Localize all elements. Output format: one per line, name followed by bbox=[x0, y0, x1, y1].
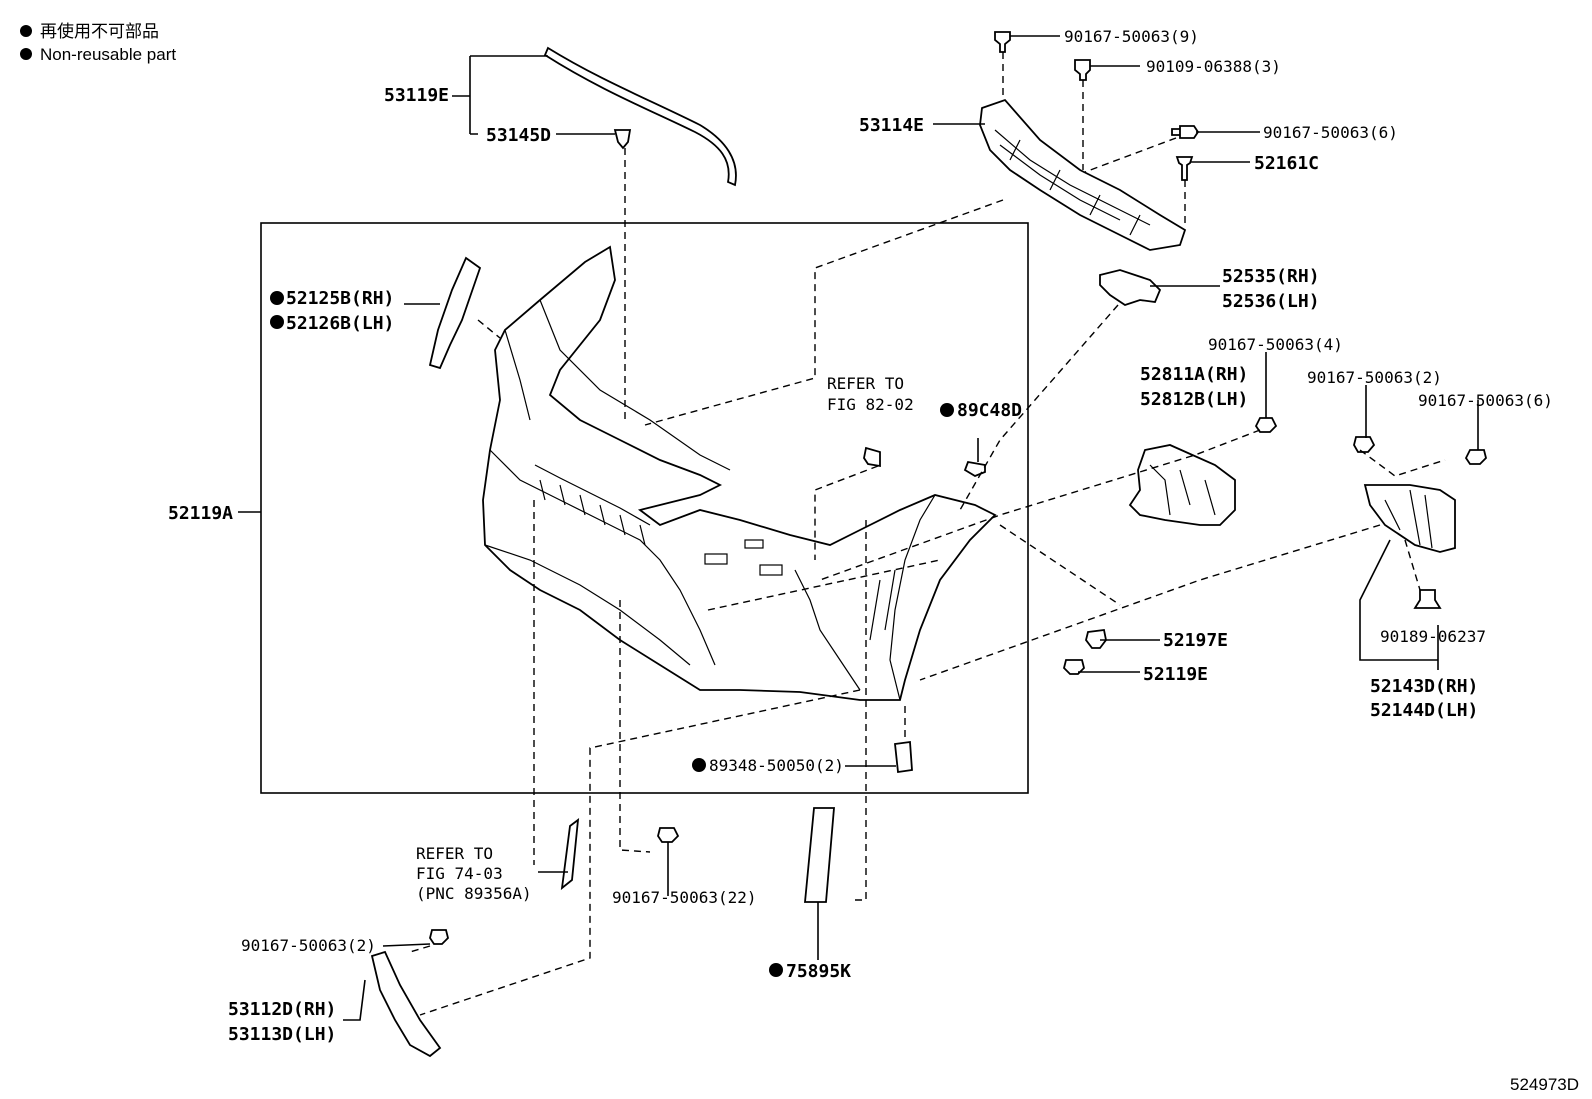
nonreusable-bullet bbox=[692, 758, 706, 772]
clip-icon bbox=[1413, 589, 1442, 609]
nonreusable-bullet bbox=[270, 291, 284, 305]
nonreusable-bullet bbox=[270, 315, 284, 329]
nonreusable-bullet bbox=[769, 963, 783, 977]
clip-icon bbox=[1175, 156, 1194, 181]
label-75895k: 75895K bbox=[786, 961, 851, 982]
bolt-icon bbox=[1254, 417, 1278, 433]
sensor-part bbox=[863, 446, 881, 468]
figure-id: 524973D bbox=[1510, 1075, 1579, 1094]
label-refer-74-1: REFER TO bbox=[416, 844, 493, 863]
label-refer-82-2: FIG 82-02 bbox=[827, 395, 914, 414]
label-52119a: 52119A bbox=[168, 503, 233, 524]
label-52144d: 52144D(LH) bbox=[1370, 700, 1478, 721]
bolt-icon bbox=[429, 929, 449, 945]
label-52536: 52536(LH) bbox=[1222, 291, 1320, 312]
label-52161c: 52161C bbox=[1254, 153, 1319, 174]
bolt-icon bbox=[657, 827, 680, 843]
label-53119e: 53119E bbox=[384, 85, 449, 106]
screw-icon bbox=[1063, 659, 1085, 675]
side-strip-part bbox=[428, 256, 482, 370]
legend-en: Non-reusable part bbox=[40, 45, 176, 64]
label-52811a: 52811A(RH) bbox=[1140, 364, 1248, 385]
label-53112d: 53112D(RH) bbox=[228, 999, 336, 1020]
label-90167-2b: 90167-50063(2) bbox=[241, 936, 376, 955]
label-refer-74-2: FIG 74-03 bbox=[416, 864, 503, 883]
clip-icon bbox=[1085, 629, 1107, 649]
bracket-52143d-part bbox=[1363, 484, 1456, 553]
label-52197e: 52197E bbox=[1163, 630, 1228, 651]
label-52812b: 52812B(LH) bbox=[1140, 389, 1248, 410]
label-53114e: 53114E bbox=[859, 115, 924, 136]
legend-bullet-en bbox=[20, 48, 32, 60]
label-90167-6b: 90167-50063(6) bbox=[1418, 391, 1553, 410]
bolt-icon bbox=[994, 31, 1011, 53]
legend-jp: 再使用不可部品 bbox=[40, 21, 159, 41]
label-89348: 89348-50050(2) bbox=[709, 756, 844, 775]
trim-strip-part bbox=[560, 818, 580, 891]
upper-seal-part bbox=[543, 46, 737, 187]
bolt-icon bbox=[1353, 436, 1376, 453]
label-90167-9: 90167-50063(9) bbox=[1064, 27, 1199, 46]
label-52125b: 52125B(RH) bbox=[286, 288, 394, 309]
lower-strip-part bbox=[804, 807, 835, 903]
assembly-frame bbox=[260, 222, 1029, 794]
label-89c48d: 89C48D bbox=[957, 400, 1022, 421]
bumper-cover-part bbox=[482, 245, 997, 701]
label-52535: 52535(RH) bbox=[1222, 266, 1320, 287]
label-52126b: 52126B(LH) bbox=[286, 313, 394, 334]
sensor-bracket-part bbox=[963, 460, 986, 478]
screw-icon bbox=[1074, 59, 1091, 81]
label-90189: 90189-06237 bbox=[1380, 627, 1486, 646]
label-90167-22: 90167-50063(22) bbox=[612, 888, 757, 907]
bolt-icon bbox=[1464, 449, 1487, 465]
side-cover-part bbox=[370, 950, 442, 1058]
label-53113d: 53113D(LH) bbox=[228, 1024, 336, 1045]
label-refer-82-1: REFER TO bbox=[827, 374, 904, 393]
label-90167-4: 90167-50063(4) bbox=[1208, 335, 1343, 354]
bracket-52535-part bbox=[1099, 269, 1162, 306]
label-53145d: 53145D bbox=[486, 125, 551, 146]
label-refer-74-3: (PNC 89356A) bbox=[416, 884, 532, 903]
label-52143d: 52143D(RH) bbox=[1370, 676, 1478, 697]
bracket-52811a-part bbox=[1128, 444, 1236, 526]
label-52119e: 52119E bbox=[1143, 664, 1208, 685]
clip-53145d-part bbox=[613, 129, 632, 150]
leader-lines bbox=[238, 35, 1479, 1021]
label-90167-2a: 90167-50063(2) bbox=[1307, 368, 1442, 387]
sensor-bracket-part bbox=[894, 740, 913, 774]
nonreusable-bullet bbox=[940, 403, 954, 417]
label-90167-6a: 90167-50063(6) bbox=[1263, 123, 1398, 142]
bolt-icon bbox=[1171, 125, 1200, 139]
label-90109-3: 90109-06388(3) bbox=[1146, 57, 1281, 76]
reinforcement-part bbox=[979, 98, 1187, 251]
legend-bullet-jp bbox=[20, 25, 32, 37]
assembly-lines bbox=[409, 52, 1446, 1016]
